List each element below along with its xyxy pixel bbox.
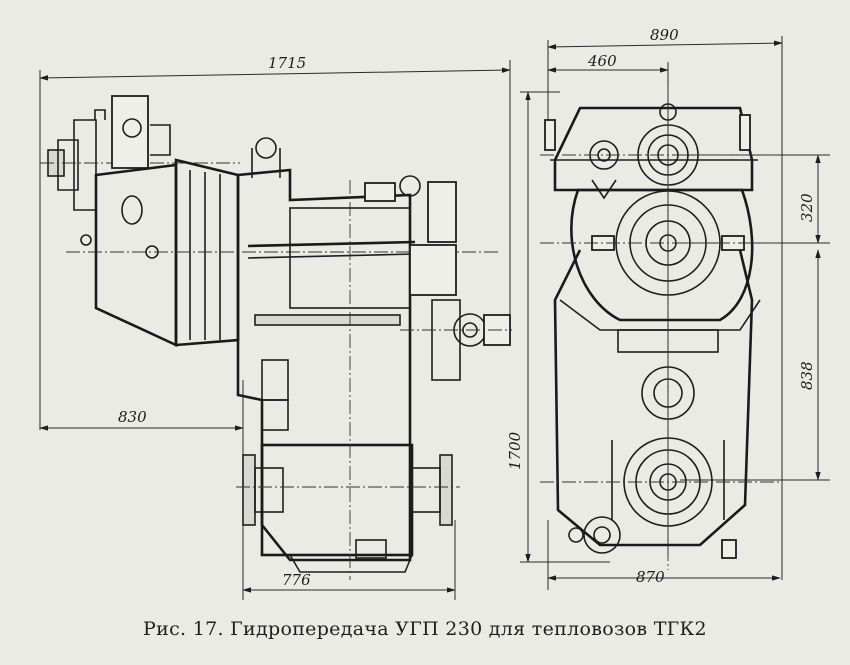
technical-drawing: 1715 830 776 1700 890 460 870 320 838 [39, 26, 830, 600]
dim-side-bottom-width: 870 [636, 568, 665, 586]
front-view [40, 95, 512, 580]
dim-height: 1700 [506, 431, 524, 470]
dim-overall-length: 1715 [268, 54, 306, 72]
figure-caption: Рис. 17. Гидропередача УГП 230 для тепло… [143, 618, 707, 640]
dim-side-width: 890 [650, 26, 679, 44]
dimension-lines [39, 36, 830, 600]
dimension-labels: 1715 830 776 1700 890 460 870 320 838 [118, 26, 816, 589]
dim-bottom-width: 776 [282, 571, 311, 589]
dim-lower-shaft-spacing: 838 [798, 361, 816, 390]
dim-left-offset: 830 [118, 408, 147, 426]
dim-side-half: 460 [587, 52, 617, 70]
side-view [540, 85, 780, 570]
dim-upper-shaft-spacing: 320 [798, 193, 816, 222]
